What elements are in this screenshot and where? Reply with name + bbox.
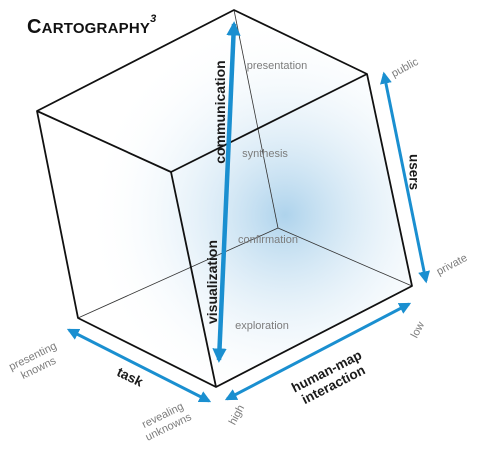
title-small-caps: ARTOGRAPHY bbox=[41, 20, 151, 37]
stage-synthesis: synthesis bbox=[242, 148, 288, 160]
diagram-title: CARTOGRAPHY3 bbox=[27, 13, 157, 39]
title-superscript: 3 bbox=[150, 13, 157, 26]
stage-exploration: exploration bbox=[235, 320, 289, 332]
communication-label: communication bbox=[212, 60, 228, 164]
vertical-axis-arrow bbox=[212, 21, 241, 363]
interaction-axis-arrow bbox=[224, 302, 412, 401]
stage-presentation: presentation bbox=[246, 60, 308, 72]
visualization-label: visualization bbox=[204, 239, 220, 325]
users-axis-label: users bbox=[406, 153, 422, 191]
title-initial: C bbox=[27, 16, 42, 38]
stage-confirmation: confirmation bbox=[238, 234, 298, 246]
task-axis-arrow bbox=[66, 328, 212, 403]
users-axis-arrow bbox=[380, 71, 430, 284]
